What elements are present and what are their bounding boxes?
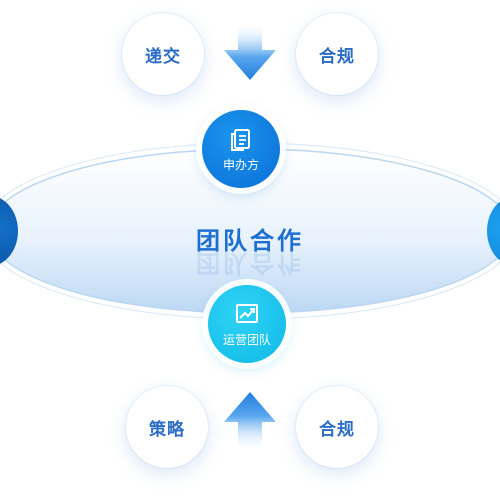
pill-strategy: 策略 <box>126 386 208 468</box>
sponsor-node: 申办方 <box>202 110 280 188</box>
sponsor-node-label: 申办方 <box>222 157 259 172</box>
center-title: 团队合作 <box>196 227 304 255</box>
pill-compliance-top-label: 合规 <box>319 46 355 67</box>
operations-team-node-label: 运营团队 <box>222 332 271 347</box>
pill-submit-label: 递交 <box>145 46 181 67</box>
pill-compliance-bottom-label: 合规 <box>319 419 355 440</box>
pill-compliance-bottom: 合规 <box>296 386 378 468</box>
side-node-right <box>487 196 500 266</box>
arrow-up-icon <box>224 392 276 452</box>
pill-compliance-top: 合规 <box>296 13 378 95</box>
center-title-reflection: 团队合作 <box>196 249 304 277</box>
side-node-left <box>0 196 18 266</box>
arrow-down-icon <box>224 22 276 80</box>
pill-submit: 递交 <box>122 13 204 95</box>
trend-chart-icon <box>236 303 258 323</box>
pill-strategy-label: 策略 <box>149 419 185 440</box>
operations-team-node: 运营团队 <box>208 285 286 363</box>
document-icon <box>231 128 250 151</box>
